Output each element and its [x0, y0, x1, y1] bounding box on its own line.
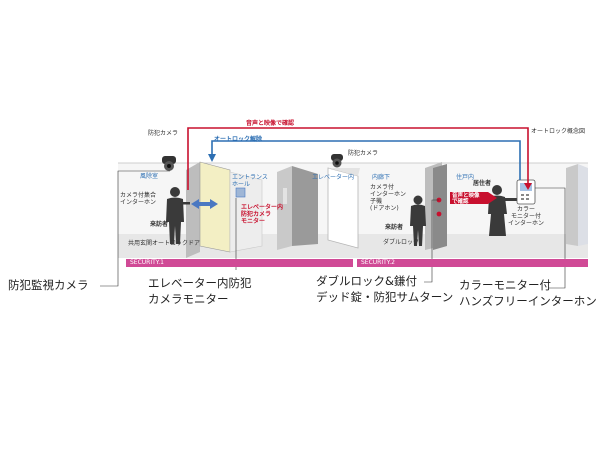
- visitor-1-figure: [166, 187, 190, 244]
- unit-door: [433, 164, 447, 250]
- elevator-frame: [277, 166, 292, 250]
- security-bar-2: SECURITY.2: [357, 259, 588, 267]
- audio-video-route-line: [187, 127, 529, 190]
- door-arrow-left-icon: [191, 199, 199, 209]
- confirm-box-label: 音声と映像 で確認: [452, 193, 480, 205]
- elevator-monitor-icon: [235, 187, 246, 198]
- audio-video-top-label: 音声と映像で確認: [246, 120, 295, 127]
- elevator-door: [292, 166, 318, 246]
- caption-security-camera: 防犯監視カメラ: [8, 278, 89, 292]
- caption-double-lock: ダブルロック&鎌付 デッド錠・防犯サムターン: [316, 274, 454, 304]
- security-camera-icon: [162, 156, 176, 171]
- double-lock-label: ダブルロック: [383, 239, 420, 246]
- intercom-child-label: カメラ付 インターホン 子機 (ドアホン): [370, 184, 407, 212]
- visitor-2-figure: [410, 195, 426, 246]
- leader-monitor: [535, 187, 566, 289]
- zone-entrance-hall: エントランス ホール: [232, 174, 268, 188]
- leader-lock: [424, 199, 439, 283]
- camera-panel-label: カメラ付集合 インターホン: [120, 192, 157, 206]
- autolock-release-line: [211, 140, 521, 180]
- autolock-release-label: オートロック解除: [214, 136, 263, 143]
- visitor-1-label: 来訪者: [150, 221, 169, 228]
- visitor-2-label: 来訪者: [385, 224, 404, 231]
- zone-dwelling: 住戸内: [456, 174, 475, 181]
- zone-lobby: 風除室: [140, 173, 159, 180]
- autolock-door: [199, 161, 231, 253]
- autolock-concept-title: オートロック概念図: [531, 128, 586, 135]
- camera-label-1: 防犯カメラ: [148, 130, 179, 137]
- door-lock-lower-icon: [436, 211, 442, 217]
- resident-figure: [488, 185, 517, 236]
- resident-label: 居住者: [473, 180, 492, 187]
- zone-inner-corridor: 内廊下: [372, 174, 391, 181]
- lobby-wall: [186, 162, 200, 258]
- caption-color-monitor: カラーモニター付 ハンズフリーインターホン: [459, 278, 597, 308]
- caption-elevator-monitor: エレベーター内防犯 カメラモニター: [148, 276, 252, 306]
- zone-elevator-inside: エレベーター内: [312, 174, 355, 181]
- color-monitor-label: カラー モニター付 インターホン: [508, 206, 545, 227]
- color-monitor-intercom-icon: [516, 179, 536, 205]
- door-arrow-right-icon: [210, 199, 218, 209]
- security-camera-2-icon: [331, 154, 343, 168]
- autolock-door-label: 共用玄関オートロックドア: [128, 240, 201, 247]
- security-bar-1: SECURITY.1: [126, 259, 353, 267]
- leader-camera: [100, 170, 170, 287]
- camera-label-2: 防犯カメラ: [348, 150, 379, 157]
- elevator-monitor-label: エレベーター内 防犯カメラ モニター: [241, 204, 284, 225]
